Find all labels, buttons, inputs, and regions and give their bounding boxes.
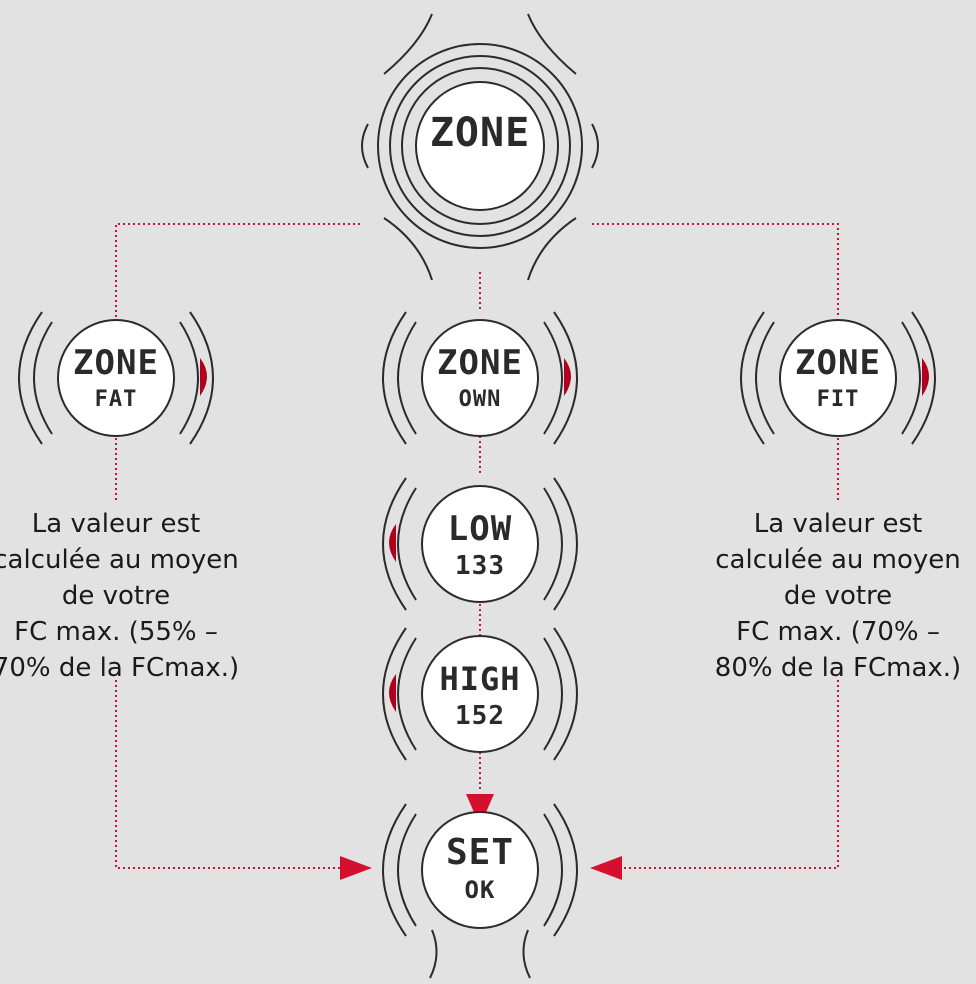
strap-bottom-right (522, 929, 531, 979)
caption-line: La valeur est (31, 509, 201, 539)
strap-bottom-left (383, 217, 433, 281)
fat-display-line1: ZONE (73, 343, 159, 383)
watch-face (57, 319, 175, 437)
bezel-inner (401, 67, 559, 225)
connector-top-to-left (115, 223, 360, 318)
watch-zone-fat (18, 311, 214, 445)
arrow-left-icon (590, 856, 622, 880)
arc-outer-left (740, 311, 765, 445)
connector-lines (115, 223, 839, 869)
connector-right-to-set (612, 680, 839, 869)
side-button-right-icon (200, 358, 207, 396)
caption-line: calculée au moyen (0, 545, 239, 575)
arc-outer-left (18, 311, 43, 445)
watch-face (415, 81, 545, 211)
arc-outer-left (382, 477, 407, 611)
arrow-down-icon (466, 794, 494, 826)
arc-mid-left (397, 813, 417, 927)
caption-line: La valeur est (753, 509, 923, 539)
connector-left-to-set (115, 680, 350, 869)
arc-mid-right (543, 321, 563, 435)
caption-line: 70% de la FCmax.) (0, 653, 240, 683)
arc-mid-left (397, 321, 417, 435)
side-button-right-icon (922, 358, 929, 396)
arc-outer-left (382, 311, 407, 445)
arc-outer-right (189, 311, 214, 445)
arc-mid-right (179, 321, 199, 435)
caption-line: 80% de la FCmax.) (714, 653, 962, 683)
high-display-line2: 152 (455, 701, 505, 731)
watch-high (382, 627, 578, 761)
watch-face (421, 811, 539, 929)
watch-set-ok (382, 803, 578, 979)
side-button-left-icon (389, 674, 396, 712)
watch-face (779, 319, 897, 437)
watch-low (382, 477, 578, 611)
side-button-right-icon (564, 358, 571, 396)
bezel-outer (377, 43, 583, 249)
top-display-text: ZONE (430, 110, 530, 156)
caption-line: de votre (783, 581, 893, 611)
arc-mid-right (543, 813, 563, 927)
fat-display-line2: FAT (95, 387, 138, 412)
connector-arrows (340, 794, 622, 880)
fit-caption: La valeur est calculée au moyen de votre… (688, 506, 976, 686)
low-display-line2: 133 (455, 551, 505, 581)
caption-line: calculée au moyen (715, 545, 961, 575)
fit-display-line2: FIT (817, 387, 860, 412)
arc-mid-left (397, 487, 417, 601)
arc-outer-right (553, 803, 578, 937)
arc-outer-right (553, 627, 578, 761)
arc-mid-right (543, 637, 563, 751)
watch-face (421, 485, 539, 603)
caption-line: FC max. (70% – (736, 617, 940, 647)
top-watch (361, 13, 599, 281)
arc-outer-right (553, 477, 578, 611)
side-button-right (591, 123, 599, 169)
fat-caption: La valeur est calculée au moyen de votre… (0, 506, 266, 686)
high-display-line1: HIGH (439, 660, 520, 698)
arrow-right-icon (340, 856, 372, 880)
arc-outer-right (911, 311, 936, 445)
arc-outer-right (553, 311, 578, 445)
watch-face (421, 635, 539, 753)
side-button-left-icon (389, 524, 396, 562)
arc-outer-left (382, 627, 407, 761)
set-display-line1: SET (446, 832, 514, 873)
arc-mid-right (901, 321, 921, 435)
caption-line: FC max. (55% – (14, 617, 218, 647)
arc-mid-left (33, 321, 53, 435)
own-display-line2: OWN (459, 387, 502, 412)
strap-bottom-left (429, 929, 438, 979)
watch-zone-own (382, 311, 578, 445)
strap-top-right (527, 13, 577, 75)
watch-face (421, 319, 539, 437)
bezel-middle (389, 55, 571, 237)
arc-mid-left (397, 637, 417, 751)
watch-zone-fit (740, 311, 936, 445)
strap-bottom-right (527, 217, 577, 281)
own-display-line1: ZONE (437, 343, 523, 383)
connector-top-to-right (592, 223, 839, 318)
caption-line: de votre (61, 581, 171, 611)
fit-display-line1: ZONE (795, 343, 881, 383)
set-display-line2: OK (465, 876, 496, 904)
low-display-line1: LOW (448, 509, 512, 549)
strap-top-left (383, 13, 433, 75)
side-button-left (361, 123, 369, 169)
arc-mid-left (755, 321, 775, 435)
arc-outer-left (382, 803, 407, 937)
arc-mid-right (543, 487, 563, 601)
